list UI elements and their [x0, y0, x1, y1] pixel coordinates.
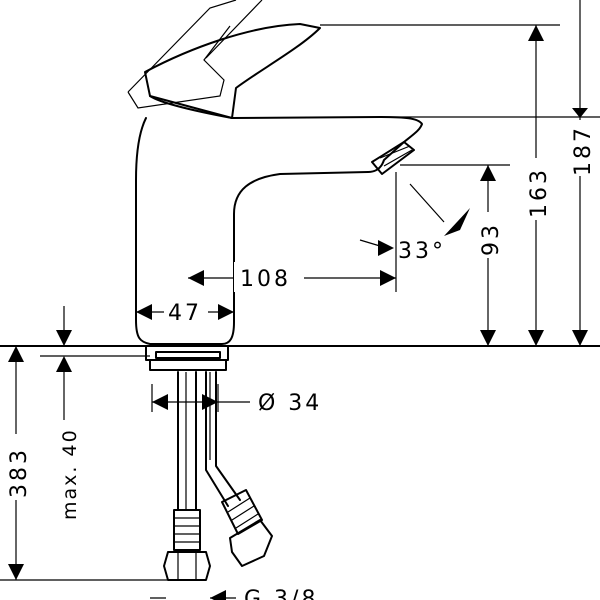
handle-alternate-position	[127, 0, 263, 109]
dim-93-label: 93	[479, 222, 504, 256]
dim-47-label: 47	[168, 301, 202, 326]
dim-max-40-label: max. 40	[59, 428, 81, 520]
dim-163-label: 163	[527, 167, 552, 218]
dim-connection: G 3/8	[150, 587, 318, 600]
faucet-outline	[127, 0, 423, 371]
dim-187-label: 187	[571, 125, 596, 176]
base-flange	[145, 345, 229, 361]
dim-hose-length: 383	[0, 346, 170, 581]
dim-angle-label: 33°	[398, 239, 446, 264]
aerator	[371, 141, 415, 175]
dim-tap-hole: Ø 34	[151, 384, 322, 416]
dim-overall-height: 187	[568, 0, 596, 346]
dim-spout-reach: 108	[188, 262, 396, 292]
dim-connection-label: G 3/8	[244, 587, 318, 600]
dim-108-label: 108	[240, 267, 291, 292]
dim-383-label: 383	[7, 447, 32, 498]
dim-spout-height: 163	[524, 25, 552, 346]
faucet-body	[135, 116, 423, 345]
dim-aerator-height: 93	[400, 164, 510, 346]
dim-diameter-label: Ø 34	[258, 391, 322, 416]
dim-angle: 33°	[359, 172, 470, 292]
dim-max-thickness: max. 40	[56, 306, 81, 520]
supply-hoses	[163, 371, 273, 581]
dim-body-width: 47	[136, 296, 234, 326]
faucet-handle	[144, 23, 321, 119]
